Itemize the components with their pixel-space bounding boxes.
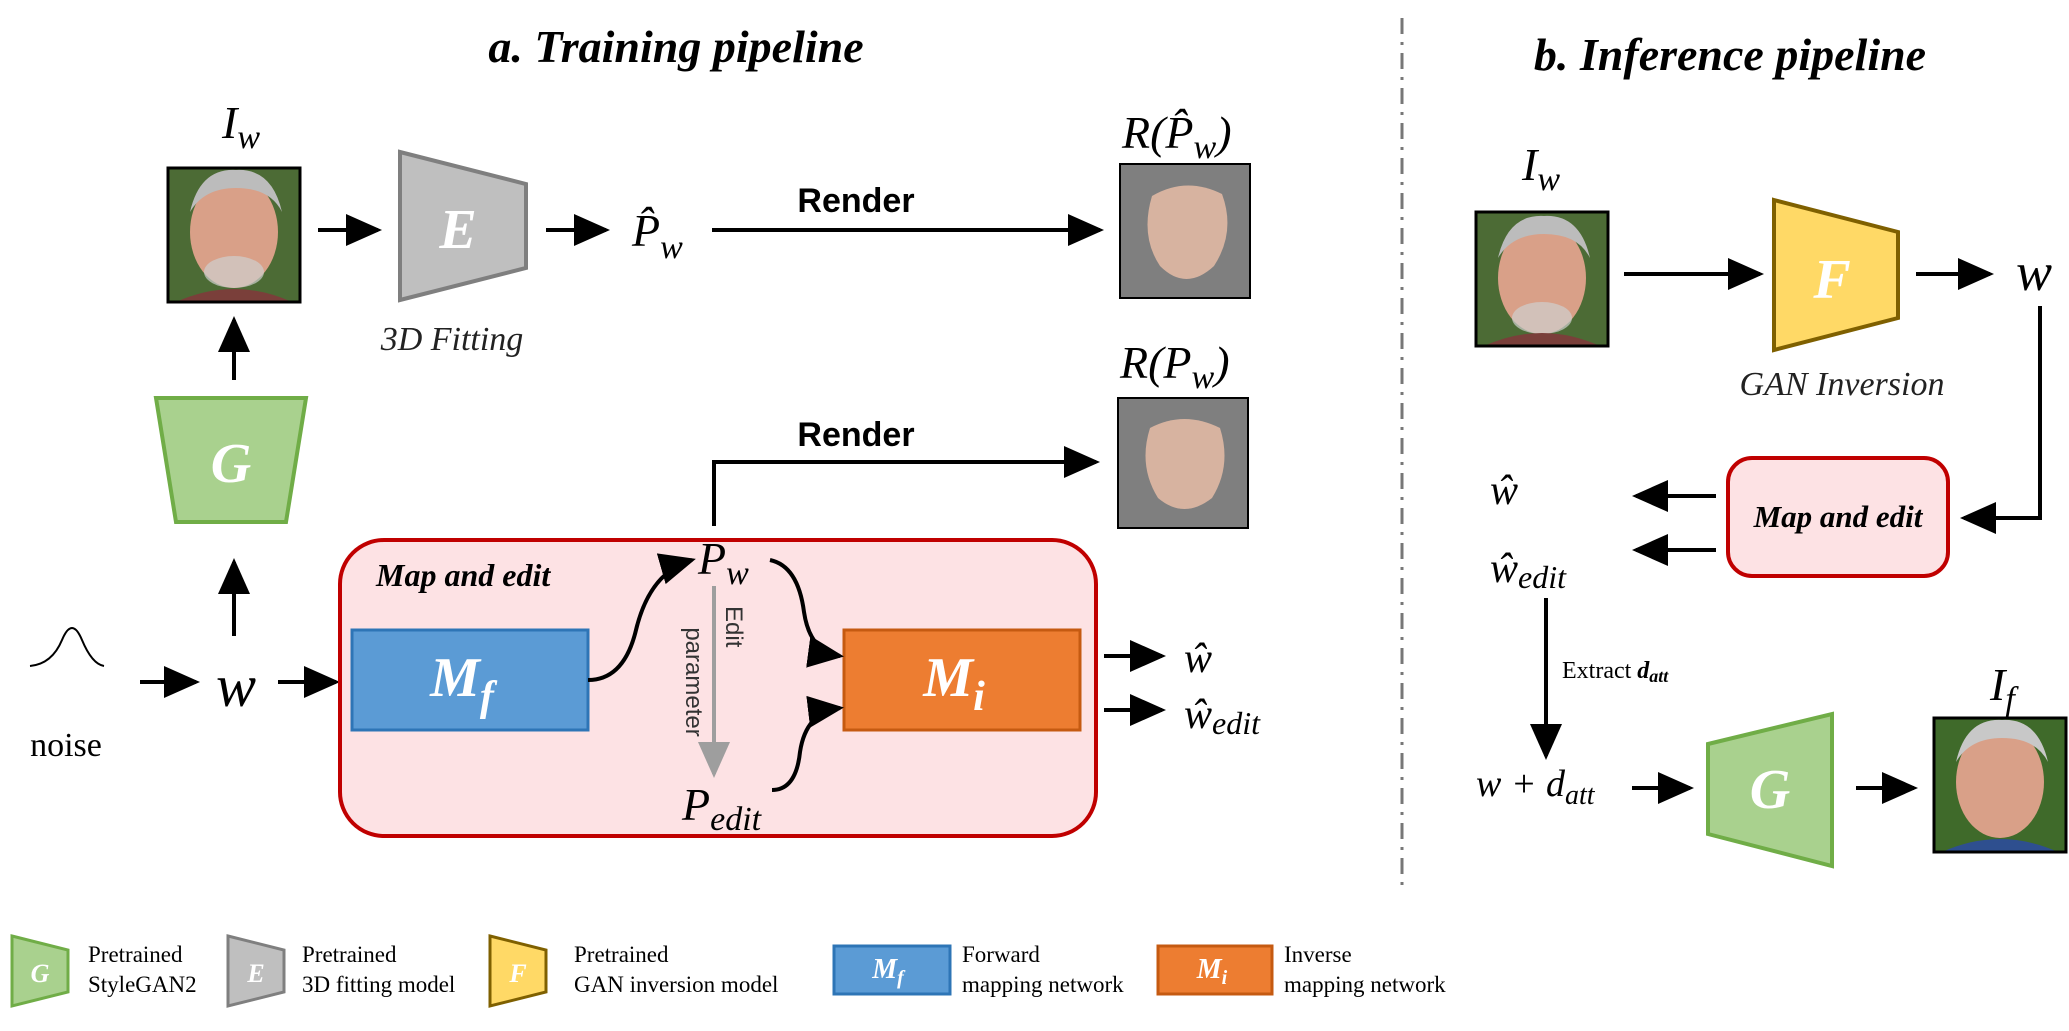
legend-mf-line1: Forward: [962, 942, 1040, 967]
pedit-label: Pedit: [681, 779, 763, 838]
pw-label: Pw: [697, 533, 749, 592]
legend-mf-line2: mapping network: [962, 972, 1124, 997]
arrow-pw-to-mi: [769, 558, 844, 668]
legend-mf-icon: [832, 944, 952, 996]
legend-g-icon: [10, 934, 70, 1008]
extract-label: Extract datt: [1562, 658, 1669, 686]
arrow-mf-to-pw: [587, 553, 696, 682]
legend-mi-icon-label: Mi: [1196, 954, 1228, 989]
w-plus-datt-label: w + datt: [1476, 763, 1596, 811]
face-image-iw: [166, 166, 302, 304]
rendered-face-top: [1119, 163, 1251, 299]
noise-curve: [29, 627, 105, 667]
render-label-lower: Render: [797, 416, 914, 454]
r-phat-label: R(P̂w): [1121, 107, 1232, 166]
legend-e-line1: Pretrained: [302, 942, 397, 967]
legend-f-icon: [488, 934, 548, 1008]
legend-mi-icon: [1156, 944, 1274, 996]
edited-face-if: [1932, 716, 2068, 854]
gan-inversion-caption: GAN Inversion: [1740, 366, 1945, 403]
out-wedit-label: ŵedit: [1184, 692, 1261, 741]
training-title: a. Training pipeline: [488, 21, 863, 72]
noise-label: noise: [30, 727, 102, 764]
mi-block: [842, 628, 1082, 732]
e-block: [398, 149, 528, 303]
inf-wedit-label: ŵedit: [1490, 546, 1567, 595]
rendered-face-lower: [1117, 397, 1249, 529]
map-and-edit-box: [338, 538, 1098, 838]
map-and-edit-title: Map and edit: [375, 557, 551, 593]
inf-what-label: ŵ: [1490, 468, 1518, 514]
e-block-label: E: [438, 199, 476, 261]
legend-mi-line1: Inverse: [1284, 942, 1352, 967]
w-label-training: w: [216, 653, 256, 719]
legend-g-line2: StyleGAN2: [88, 972, 197, 997]
edit-param-text-2: parameter: [680, 627, 707, 736]
legend-f-line1: Pretrained: [574, 942, 669, 967]
phat-label: P̂w: [631, 205, 683, 266]
inf-w-out: w: [2016, 242, 2052, 302]
f-block: [1772, 197, 1900, 353]
legend: G Pretrained StyleGAN2 E Pretrained 3D f…: [10, 934, 1446, 1008]
legend-g-line1: Pretrained: [88, 942, 183, 967]
inf-map-edit-label: Map and edit: [1753, 499, 1924, 534]
f-block-label: F: [1812, 249, 1850, 311]
mi-block-label: Mi: [922, 647, 985, 720]
inf-g-block: [1706, 711, 1834, 869]
if-label: If: [1989, 659, 2019, 718]
g-block-label: G: [211, 433, 251, 495]
legend-f-icon-label: F: [508, 959, 526, 988]
arrow-render-lower: [712, 446, 1100, 526]
legend-g-icon-label: G: [31, 959, 50, 988]
legend-mf-icon-label: Mf: [871, 954, 906, 989]
inf-g-block-label: G: [1750, 759, 1790, 821]
inf-face-image-iw: [1474, 210, 1610, 348]
inf-iw-label: Iw: [1521, 139, 1560, 198]
out-what-label: ŵ: [1184, 636, 1212, 682]
legend-e-line2: 3D fitting model: [302, 972, 455, 997]
iw-label: Iw: [221, 97, 260, 156]
legend-e-icon: [226, 934, 286, 1008]
r-pw-label: R(Pw): [1119, 337, 1230, 396]
legend-f-line2: GAN inversion model: [574, 972, 778, 997]
mf-block-label: Mf: [429, 647, 498, 720]
fitting-caption: 3D Fitting: [380, 321, 524, 358]
inference-title: b. Inference pipeline: [1534, 29, 1926, 80]
render-label-top: Render: [797, 182, 914, 220]
g-block: [153, 396, 309, 524]
inf-map-edit-box: [1726, 456, 1950, 578]
mf-block: [350, 628, 590, 732]
arrow-w-to-map-inf: [1960, 306, 2042, 534]
legend-mi-line2: mapping network: [1284, 972, 1446, 997]
legend-e-icon-label: E: [246, 959, 264, 988]
edit-param-text-1: Edit: [720, 606, 747, 648]
arrow-pedit-to-mi: [771, 695, 844, 792]
